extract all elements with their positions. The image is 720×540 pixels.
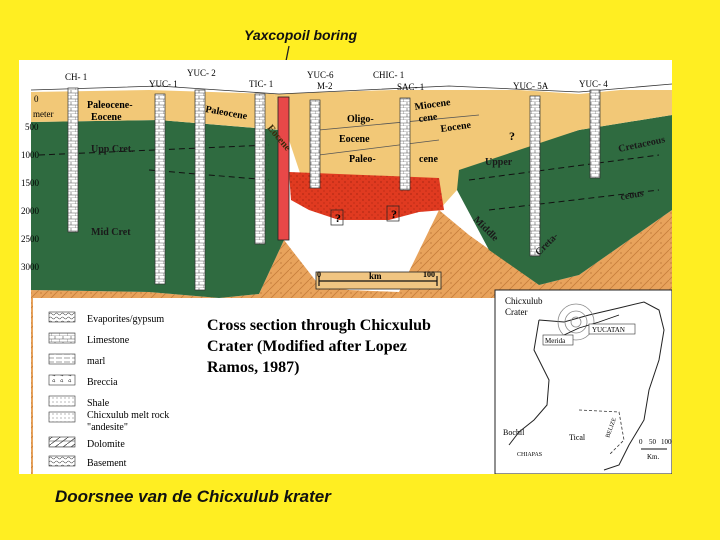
legend-label: Dolomite — [87, 439, 125, 450]
inset-crater-label: Crater — [505, 307, 528, 317]
formation-label: Paleocene- — [87, 100, 133, 111]
depth-tick: 2500 — [21, 234, 40, 244]
inset-map: Chicxulub Crater Merida YUCATAN Bochil T… — [494, 289, 672, 474]
legend: Evaporites/gypsum Limestone marl Breccia… — [48, 311, 169, 469]
figure-title-line: Ramos, 1987) — [207, 359, 299, 376]
question-mark: ? — [509, 129, 515, 143]
formation-label: cene — [418, 111, 439, 125]
well-ch1 — [67, 87, 79, 233]
yaxcopoil-annotation: Yaxcopoil boring — [244, 27, 358, 43]
well-label: YUC-6 — [307, 70, 334, 80]
depth-tick: 1000 — [21, 150, 40, 160]
scale-unit: km — [369, 271, 382, 281]
question-mark: ? — [391, 207, 397, 221]
formation-label: Eocene — [339, 134, 370, 145]
legend-label: "andesite" — [87, 422, 128, 433]
formation-label: cene — [419, 154, 438, 165]
question-mark: ? — [335, 211, 341, 225]
formation-label: Mid Cret — [91, 227, 131, 238]
inset-scale-tick: 100 — [661, 438, 672, 446]
legend-label: Breccia — [87, 377, 118, 388]
cretaceous-right — [449, 115, 672, 285]
figure-title-line: Cross section through Chicxulub — [207, 317, 431, 334]
well-label: YUC- 5A — [513, 81, 549, 91]
inset-tical: Tical — [569, 433, 586, 442]
well-yuc1 — [154, 93, 166, 285]
legend-label: Basement — [87, 458, 127, 469]
legend-label: Limestone — [87, 335, 130, 346]
formation-label: Paleo- — [349, 154, 376, 165]
km-scale-bar: 0 km 100 — [315, 270, 442, 290]
inset-scale-tick: 0 — [639, 438, 643, 446]
legend-label: Evaporites/gypsum — [87, 314, 164, 325]
crater-ring — [557, 303, 595, 341]
formation-label: Eocene — [91, 112, 122, 123]
inset-crater-label: Chicxulub — [505, 296, 543, 306]
depth-tick: 2000 — [21, 206, 40, 216]
depth-tick: 500 — [25, 122, 39, 132]
legend-label: Shale — [87, 398, 110, 409]
depth-tick: 1500 — [21, 178, 40, 188]
formation-label: Oligo- — [347, 114, 374, 125]
well-label: YUC- 4 — [579, 79, 608, 89]
depth-tick: 3000 — [21, 262, 40, 272]
legend-panel — [33, 298, 511, 474]
well-label: CH- 1 — [65, 72, 87, 82]
inset-merida: Merida — [545, 337, 566, 345]
well-label: YUC- 2 — [187, 68, 216, 78]
well-label: CHIC- 1 — [373, 70, 404, 80]
inset-scale-unit: Km. — [647, 453, 660, 461]
depth-tick: 0 — [34, 94, 39, 104]
formation-label: Miocene — [414, 97, 452, 113]
well-label: M-2 — [317, 81, 333, 91]
formation-label: Upper — [485, 157, 513, 168]
well-label: TIC- 1 — [249, 79, 273, 89]
well-label: SAC- 1 — [397, 82, 424, 92]
well-tic1 — [254, 93, 266, 245]
inset-chiapas: CHIAPAS — [517, 452, 542, 458]
slide-caption: Doorsnee van de Chicxulub krater — [55, 487, 331, 506]
figure-title-line: Crater (Modified after Lopez — [207, 338, 407, 355]
inset-yucatan: YUCATAN — [592, 326, 625, 334]
cross-section-figure: CH- 1 YUC- 1 YUC- 2 TIC- 1 YUC-6 M-2 CHI… — [19, 60, 672, 474]
formation-label: ceous — [620, 188, 645, 203]
formation-label: Upp Cret. — [91, 144, 134, 155]
well-sac1 — [399, 97, 411, 191]
scale-end: 100 — [423, 270, 435, 279]
yaxcopoil-bar — [277, 96, 290, 241]
well-yuc2 — [194, 89, 206, 291]
well-label: YUC- 1 — [149, 79, 178, 89]
legend-label: Chicxulub melt rock — [87, 410, 169, 421]
inset-scale-tick: 50 — [649, 438, 657, 446]
scale-start: 0 — [317, 270, 321, 279]
well-yuc6 — [309, 99, 321, 189]
depth-unit: meter — [33, 109, 54, 119]
yucatan-coast — [538, 301, 665, 471]
well-yuc5a — [529, 95, 541, 257]
formation-label: Eocene — [440, 120, 472, 135]
well-yuc4 — [589, 89, 601, 179]
inset-bochil: Bochil — [503, 428, 525, 437]
legend-label: marl — [87, 356, 106, 367]
